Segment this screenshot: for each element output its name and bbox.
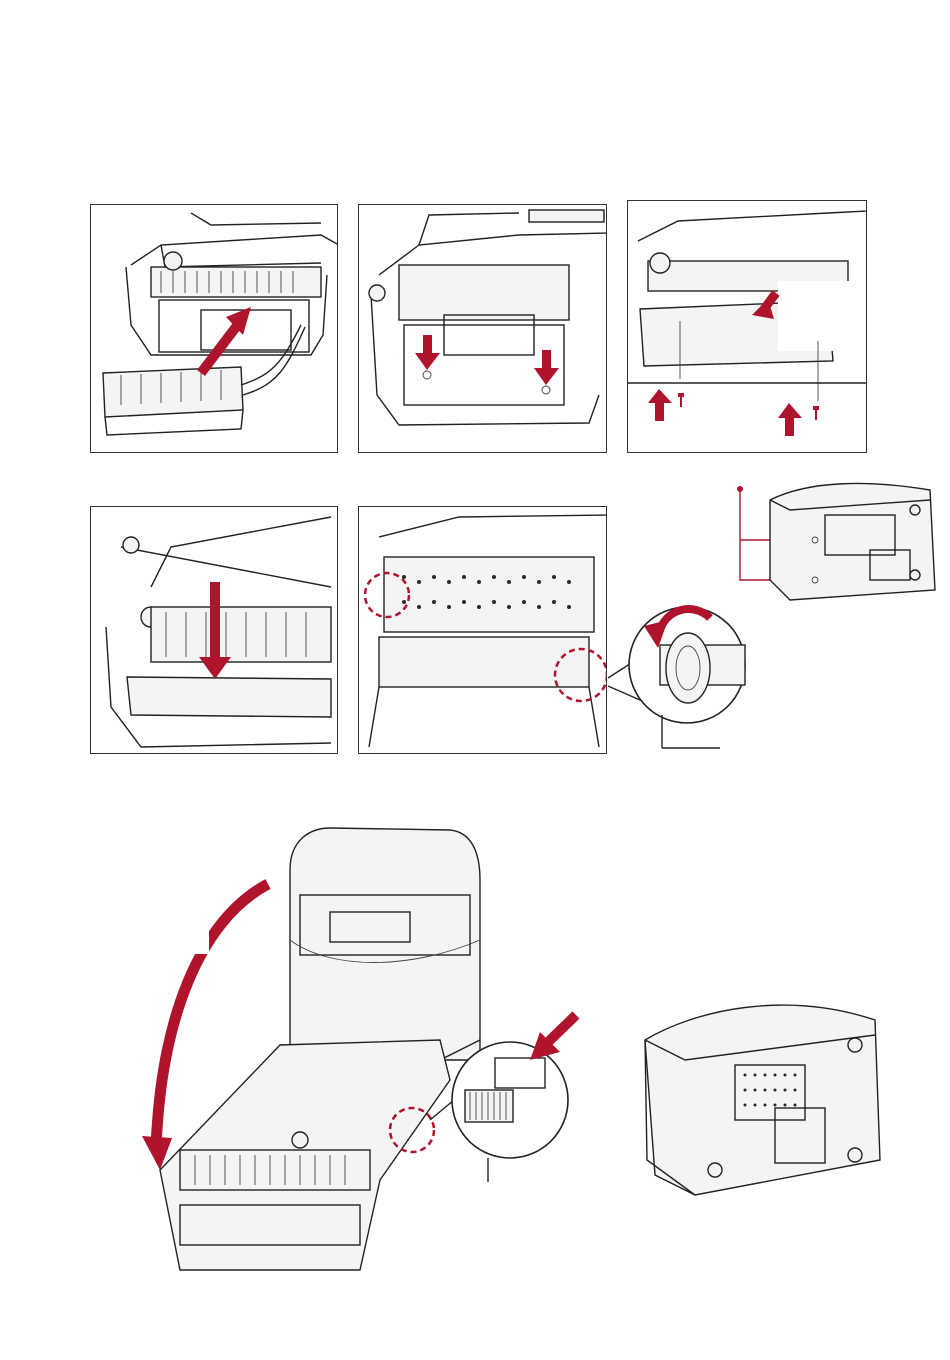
printer-open-closing-illustration [140,820,580,1290]
latch-detail-callout [600,590,760,760]
screw-icon [813,406,819,420]
arrow-icon [530,1015,576,1060]
latch-detail-illustration [600,590,760,760]
step-panel-insert-module [90,204,338,453]
arrow-icon [778,403,802,436]
arrow-icon [201,307,251,373]
gear-icon [164,252,182,270]
printer-fasten-screws-illustration [628,201,867,453]
printer-insert-module-illustration [91,205,338,453]
printer-underside-small-illustration [730,470,940,610]
latch-icon [369,285,385,301]
printer-open-closing [140,820,580,1290]
step-panel-secure-latches [358,506,607,754]
printer-secure-latches-illustration [359,507,607,754]
step-panel-fasten-screws [627,200,867,453]
printer-underside-large-illustration [635,990,885,1205]
step-panel-press-module [358,204,607,453]
screw-icon [678,393,684,407]
arrow-icon [415,335,440,370]
printer-press-module-illustration [359,205,607,453]
arrow-icon [534,350,559,385]
printer-lower-roller-illustration [91,507,338,754]
printer-underside-small [730,470,940,610]
gear-icon [650,253,670,273]
gear-icon [123,537,139,553]
step-panel-lower-roller [90,506,338,754]
printer-underside-large [635,990,885,1205]
arrow-icon [648,389,672,421]
